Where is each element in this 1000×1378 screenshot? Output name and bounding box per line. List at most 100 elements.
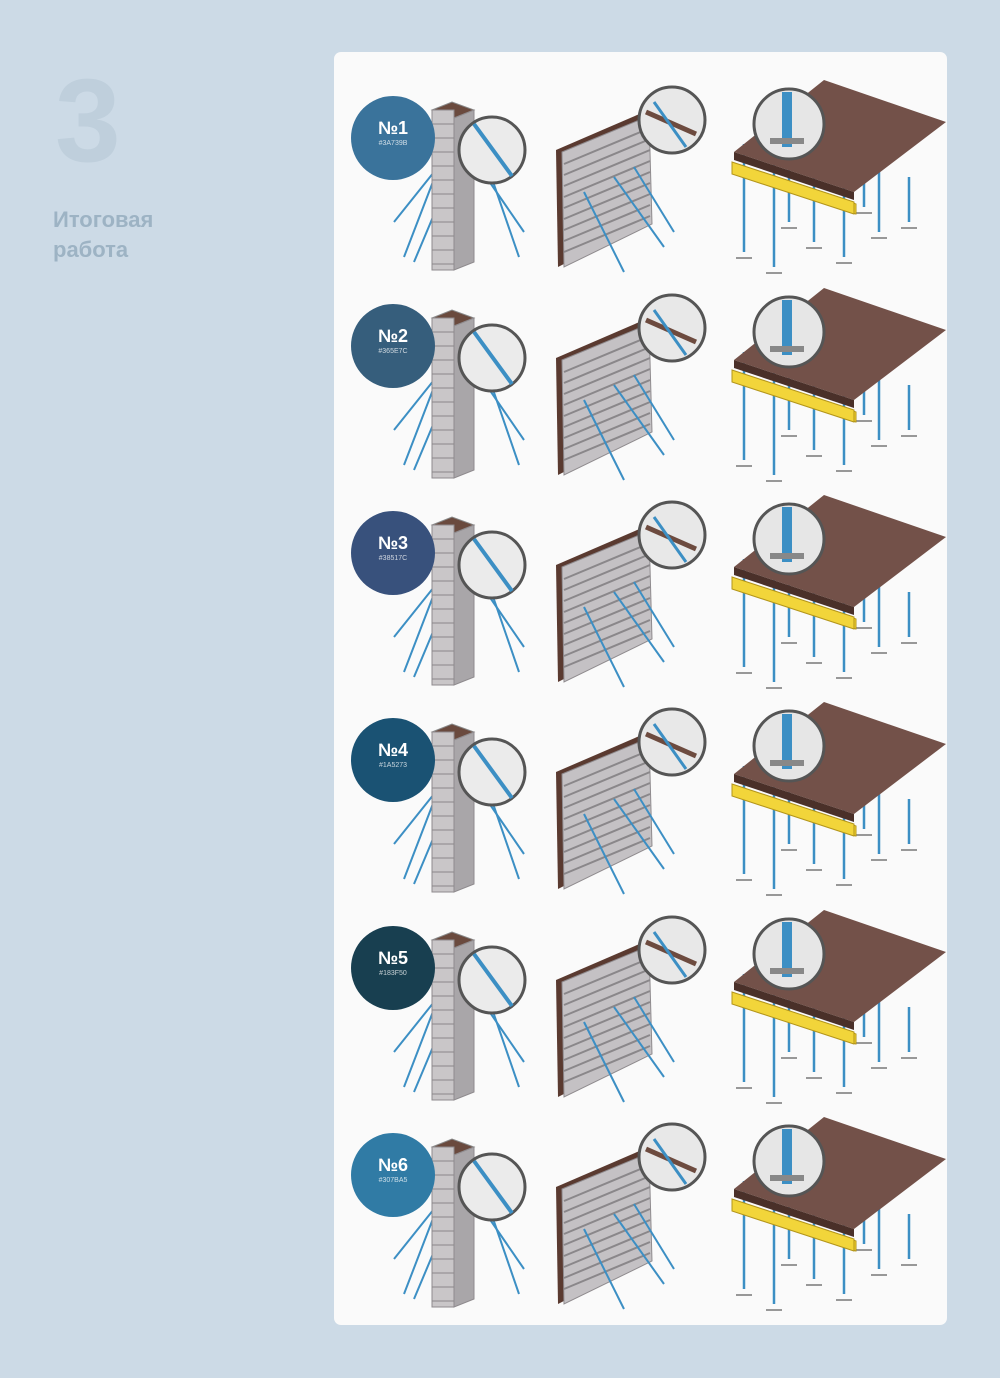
formwork-illustration bbox=[393, 910, 946, 1104]
wall-brace bbox=[613, 591, 665, 663]
wall-panel bbox=[561, 323, 653, 476]
wall-brace bbox=[633, 581, 675, 648]
wall-rib bbox=[563, 553, 651, 591]
variant-badge: №4 #1A5273 bbox=[351, 718, 435, 802]
wall-formwork bbox=[556, 707, 707, 895]
loupe-brace bbox=[472, 330, 514, 386]
variant-hex: #183F50 bbox=[379, 970, 407, 977]
wall-formwork bbox=[556, 915, 707, 1103]
slab-edge bbox=[734, 982, 854, 1030]
main-beam bbox=[731, 1198, 855, 1252]
variant-row: №3 #38517C bbox=[334, 487, 947, 693]
slab-formwork bbox=[731, 80, 946, 274]
variant-row: №4 #1A5273 bbox=[334, 694, 947, 900]
variant-hex: #1A5273 bbox=[378, 762, 408, 769]
wall-brace bbox=[633, 788, 675, 855]
slab-deck bbox=[734, 910, 946, 1022]
wall-rib bbox=[563, 1034, 651, 1072]
wall-rib bbox=[563, 379, 651, 417]
loupe-brace bbox=[472, 744, 514, 800]
wall-rib bbox=[563, 990, 651, 1028]
wall-rib bbox=[563, 182, 651, 220]
wall-panel bbox=[561, 530, 653, 683]
wall-rib bbox=[563, 1012, 651, 1050]
wall-brace bbox=[613, 1213, 665, 1285]
wall-rib bbox=[563, 586, 651, 624]
variant-number: №1 bbox=[377, 118, 409, 138]
column-face bbox=[431, 1146, 455, 1308]
loupe-plank bbox=[644, 109, 698, 137]
wall-rib bbox=[563, 357, 651, 395]
wall-rib bbox=[563, 564, 651, 602]
variant-number: №2 bbox=[377, 326, 409, 346]
wall-rib bbox=[563, 1230, 651, 1268]
formwork-illustration bbox=[393, 1117, 946, 1311]
wall-rib bbox=[563, 597, 651, 635]
loupe-brace bbox=[472, 122, 514, 178]
variant-badge: №1 #3A739B bbox=[351, 96, 435, 180]
wall-brace bbox=[613, 1006, 665, 1078]
wall-rib bbox=[563, 171, 651, 209]
detail-loupe bbox=[637, 500, 707, 570]
wall-formwork bbox=[556, 500, 707, 688]
detail-loupe bbox=[637, 293, 707, 363]
wall-rib bbox=[563, 771, 651, 809]
variant-badge: №2 #365E7C bbox=[351, 304, 435, 388]
wall-rib bbox=[563, 630, 651, 668]
loupe-prop bbox=[782, 507, 792, 562]
wall-brace bbox=[583, 191, 625, 273]
formwork-illustration bbox=[393, 495, 946, 689]
loupe-prop bbox=[782, 714, 792, 769]
loupe-plank bbox=[644, 317, 698, 345]
loupe-brace bbox=[472, 1159, 514, 1215]
wall-brace bbox=[583, 606, 625, 688]
wall-formwork bbox=[556, 1122, 707, 1310]
column-formwork bbox=[393, 723, 527, 893]
loupe-prop bbox=[782, 922, 792, 977]
loupe-brace bbox=[652, 723, 688, 770]
loupe-brace bbox=[472, 952, 514, 1008]
loupe-plate bbox=[770, 553, 804, 559]
slab-deck bbox=[734, 288, 946, 400]
variant-row: №1 #3A739B bbox=[334, 72, 947, 278]
loupe-brace bbox=[652, 931, 688, 978]
wall-rib bbox=[563, 619, 651, 657]
slab-formwork bbox=[731, 702, 946, 896]
wall-rib bbox=[563, 782, 651, 820]
wall-brace bbox=[583, 1228, 625, 1310]
wall-rib bbox=[563, 575, 651, 613]
main-beam bbox=[731, 783, 855, 837]
variant-hex: #365E7C bbox=[378, 348, 408, 355]
column-face bbox=[431, 317, 455, 479]
wall-formwork bbox=[556, 85, 707, 273]
wall-rib bbox=[563, 1219, 651, 1257]
loupe-brace bbox=[652, 1138, 688, 1185]
column-formwork bbox=[393, 516, 527, 686]
wall-rib bbox=[563, 542, 651, 580]
variant-row: №2 #365E7C bbox=[334, 280, 947, 486]
formwork-illustration bbox=[393, 702, 946, 896]
wall-rib bbox=[563, 1186, 651, 1224]
detail-loupe bbox=[637, 915, 707, 985]
loupe-brace bbox=[472, 537, 514, 593]
wall-rib bbox=[563, 335, 651, 373]
loupe-plank bbox=[644, 731, 698, 759]
wall-rib bbox=[563, 1208, 651, 1246]
wall-panel bbox=[561, 945, 653, 1098]
wall-rib bbox=[563, 1045, 651, 1083]
wall-rib bbox=[563, 1023, 651, 1061]
formwork-illustration bbox=[393, 288, 946, 482]
section-title: Итоговая работа bbox=[53, 207, 154, 262]
slab-formwork bbox=[731, 1117, 946, 1311]
wall-rib bbox=[563, 1197, 651, 1235]
wall-rib bbox=[563, 793, 651, 831]
variant-hex: #307BA5 bbox=[378, 1177, 408, 1184]
column-face bbox=[431, 939, 455, 1101]
wall-brace bbox=[583, 813, 625, 895]
slab-edge bbox=[734, 1189, 854, 1237]
loupe-brace bbox=[652, 309, 688, 356]
main-beam bbox=[731, 161, 855, 215]
wall-rib bbox=[563, 423, 651, 461]
column-face bbox=[431, 109, 455, 271]
wall-brace bbox=[583, 1021, 625, 1103]
